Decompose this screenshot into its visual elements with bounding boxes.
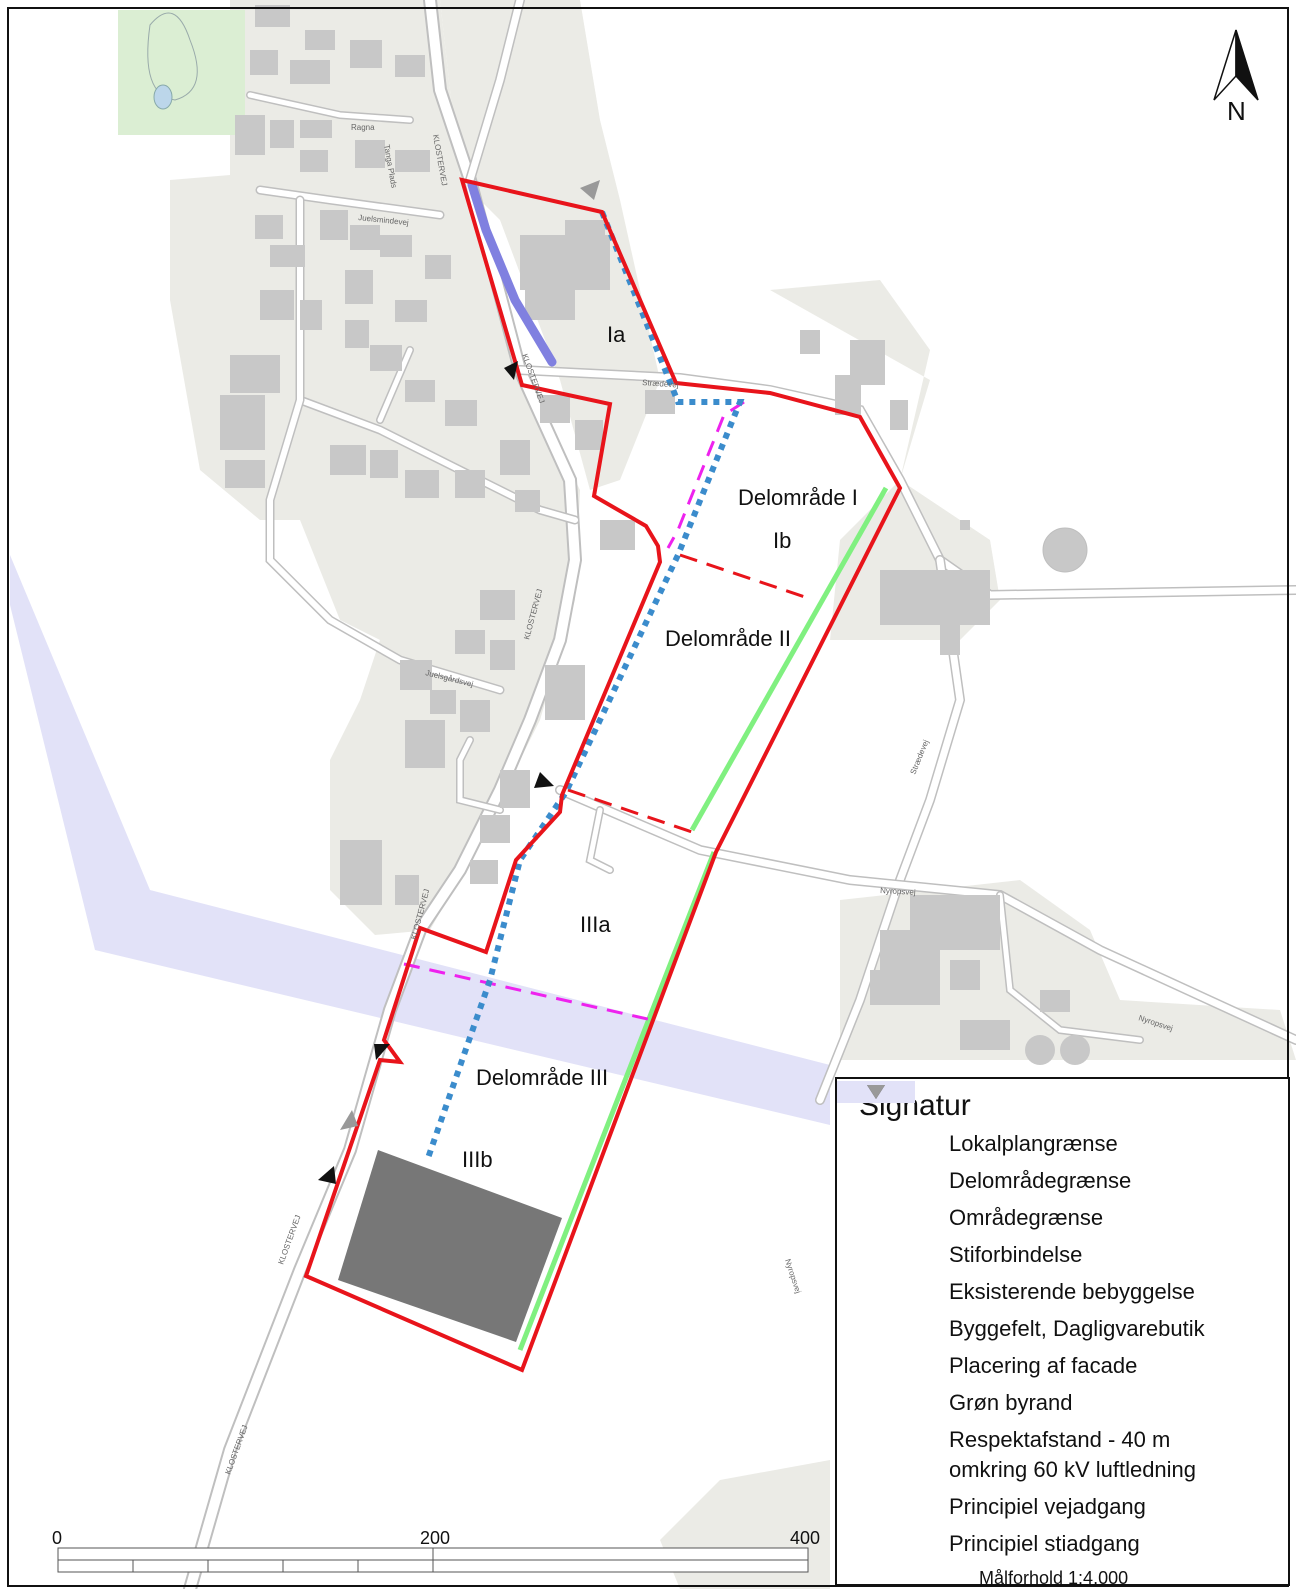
zone-label-delomrade-i: Delområde I bbox=[738, 485, 858, 510]
building-plot bbox=[338, 1150, 562, 1342]
road-access-arrow bbox=[318, 1166, 336, 1184]
built-up-area-east-1 bbox=[770, 280, 1000, 640]
fill-swatch-icon bbox=[837, 1081, 937, 1451]
park-path bbox=[147, 12, 198, 101]
zone-label-iiib: IIIb bbox=[462, 1147, 493, 1172]
map-border bbox=[7, 7, 1289, 1587]
sub-area-boundaries bbox=[567, 553, 809, 834]
north-arrow: N bbox=[1213, 29, 1259, 126]
legend-scale-text: Målforhold 1:4.000 bbox=[979, 1568, 1129, 1588]
existing-buildings bbox=[220, 5, 1090, 1065]
scale-tick-200: 200 bbox=[420, 1528, 450, 1548]
legend-item-label: Stiforbindelse bbox=[949, 1242, 1083, 1267]
road-access-arrow bbox=[504, 361, 518, 380]
north-arrow-icon-fill bbox=[1235, 29, 1259, 101]
path-connection bbox=[425, 210, 745, 1159]
road-label-nyropsvej: Nyropsvej bbox=[880, 886, 916, 897]
respect-distance-zone bbox=[10, 555, 830, 1125]
legend-item-label: Principiel vejadgang bbox=[949, 1494, 1146, 1519]
legend-item-label: Lokalplangrænse bbox=[949, 1131, 1118, 1156]
fill-swatch-icon bbox=[837, 1081, 937, 1340]
legend-title: Signatur bbox=[859, 1089, 971, 1122]
legend-item-label: Grøn byrand bbox=[949, 1390, 1073, 1415]
road-access-arrow bbox=[534, 772, 554, 788]
legend-item-label: Eksisterende bebyggelse bbox=[949, 1279, 1195, 1304]
legend-item-principiel-stiadgang: Principiel stiadgang bbox=[859, 1085, 1274, 1566]
legend-item-respektafstand: Respektafstand - 40 m omkring 60 kV luft… bbox=[837, 1081, 1274, 1492]
grey-triangle-icon bbox=[859, 1085, 937, 1555]
green-urban-edge-south bbox=[517, 851, 717, 1351]
legend-item-delomradegraense: Delområdegrænse bbox=[841, 1090, 1274, 1203]
fill-swatch-icon bbox=[837, 1081, 937, 1414]
solid-line-icon bbox=[841, 1090, 937, 1155]
legend-item-label-line2: omkring 60 kV luftledning bbox=[949, 1457, 1197, 1482]
legend-item-principiel-vejadgang: Principiel vejadgang bbox=[859, 1085, 1274, 1529]
legend-item-label-line1: Respektafstand - 40 m bbox=[949, 1427, 1171, 1452]
dashed-line-icon bbox=[841, 1090, 937, 1192]
pond bbox=[153, 84, 173, 110]
zone-label-delomrade-iii: Delområde III bbox=[476, 1065, 608, 1090]
zone-label-delomrade-ii: Delområde II bbox=[665, 626, 791, 651]
road-access-arrow bbox=[374, 1044, 390, 1060]
legend-item-stiforbindelse: Stiforbindelse bbox=[841, 1089, 1274, 1277]
legend-item-gron-byrand: Grøn byrand bbox=[837, 1081, 1274, 1425]
legend-item-label: Områdegrænse bbox=[949, 1205, 1104, 1230]
black-triangle-icon bbox=[859, 1085, 937, 1518]
zone-label-ib: Ib bbox=[773, 528, 791, 553]
legend-item-label: Placering af facade bbox=[949, 1353, 1138, 1378]
legend-item-label: Byggefelt, Dagligvarebutik bbox=[949, 1316, 1205, 1341]
zone-label-ia: Ia bbox=[607, 322, 626, 347]
path-access-arrow bbox=[580, 180, 600, 200]
legend-item-omradegraense: Områdegrænse bbox=[841, 1090, 1274, 1240]
scale-tick-0: 0 bbox=[52, 1528, 62, 1548]
road-label-straedevej: Strædevej bbox=[642, 378, 679, 390]
scale-tick-400: 400 bbox=[790, 1528, 820, 1548]
path-access-arrow bbox=[340, 1110, 358, 1130]
dotted-line-icon bbox=[841, 1089, 937, 1266]
legend-item-placering-af-facade: Placering af facade bbox=[837, 1081, 1274, 1388]
facade-placement bbox=[467, 180, 557, 367]
road-label-ragna: Ragna bbox=[351, 123, 375, 132]
legend-item-label: Principiel stiadgang bbox=[949, 1531, 1140, 1556]
green-urban-edge bbox=[689, 486, 889, 832]
legend-item-label: Respektafstand - 40 m omkring 60 kV luft… bbox=[949, 1425, 1196, 1485]
legend-item-label: Delområdegrænse bbox=[949, 1168, 1132, 1193]
park-area bbox=[118, 10, 245, 135]
scale-bar: 0 200 400 bbox=[52, 1528, 820, 1573]
area-boundaries bbox=[403, 400, 745, 1022]
zone-label-iiia: IIIa bbox=[580, 912, 611, 937]
legend-item-eksisterende-bebyggelse: Eksisterende bebyggelse bbox=[837, 1081, 1274, 1314]
fill-swatch-icon bbox=[837, 1081, 937, 1377]
road-access-arrows bbox=[318, 361, 554, 1184]
local-plan-boundary bbox=[303, 177, 903, 1373]
legend: Signatur Lokalplangrænse Delområdegrænse… bbox=[835, 1077, 1290, 1588]
legend-item-byggefelt: Byggefelt, Dagligvarebutik bbox=[837, 1081, 1274, 1351]
fill-swatch-icon bbox=[837, 1081, 937, 1303]
north-label: N bbox=[1227, 96, 1246, 126]
legend-item-lokalplangraense: Lokalplangrænse bbox=[841, 1090, 1274, 1166]
dashed-line-icon bbox=[841, 1090, 937, 1229]
path-access-arrows bbox=[340, 180, 600, 1130]
